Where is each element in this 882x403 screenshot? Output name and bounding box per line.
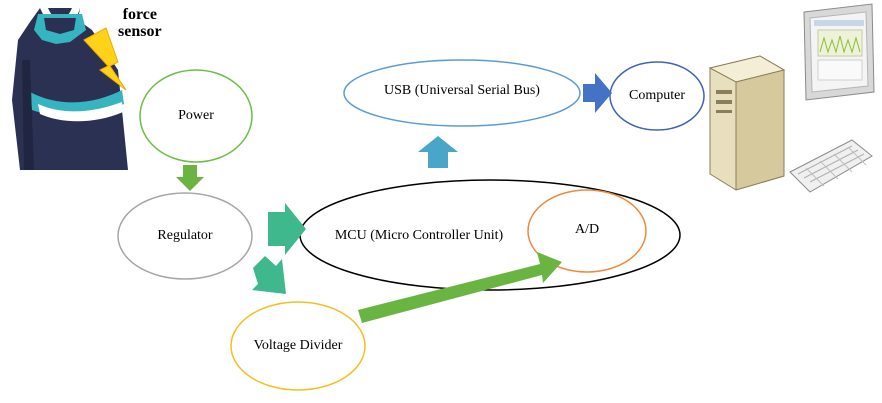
usb-node — [343, 59, 581, 127]
arrow-regulator-to-voltage-divider — [252, 256, 286, 294]
mcu-label: MCU (Micro Controller Unit) — [334, 228, 504, 243]
computer-node — [609, 61, 705, 131]
voltage-divider-label: Voltage Divider — [253, 338, 343, 353]
dress-with-sensor-icon — [12, 8, 128, 170]
arrow-usb-to-computer — [583, 73, 612, 113]
arrow-mcu-to-usb — [418, 136, 458, 168]
regulator-node — [117, 192, 253, 280]
ad-label: A/D — [574, 222, 600, 237]
computer-label: Computer — [629, 88, 685, 103]
arrow-power-to-regulator — [176, 165, 204, 191]
force-sensor-label: force sensor — [118, 6, 162, 40]
ad-node — [527, 189, 647, 273]
voltage-divider-node — [230, 301, 366, 391]
force-sensor-label-line1: force — [122, 6, 157, 23]
arrow-voltage-divider-to-ad — [358, 252, 562, 323]
arrow-regulator-to-mcu — [268, 203, 306, 255]
power-node — [139, 69, 253, 163]
force-sensor-label-line2: sensor — [118, 23, 162, 40]
usb-label: USB (Universal Serial Bus) — [384, 83, 540, 98]
lightning-icon — [83, 27, 127, 91]
power-label: Power — [178, 108, 214, 123]
regulator-label: Regulator — [157, 228, 213, 243]
desktop-computer-icon — [708, 3, 875, 193]
